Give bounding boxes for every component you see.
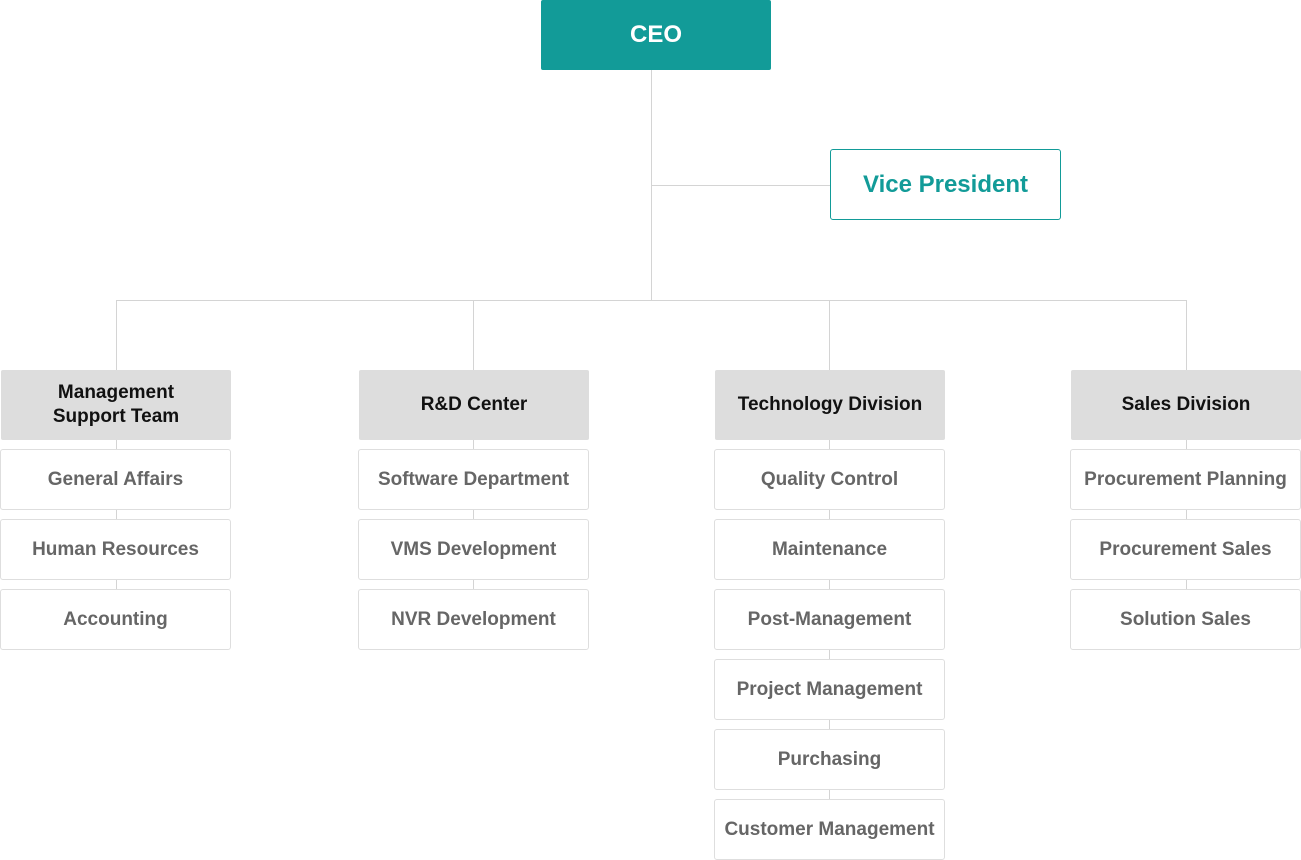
team-procurement-planning: Procurement Planning [1070,449,1301,510]
team-project-management: Project Management [714,659,945,720]
team-software-department: Software Department [358,449,589,510]
team-spine-rnd [473,440,474,590]
vice-president-node: Vice President [830,149,1061,220]
team-accounting: Accounting [0,589,231,650]
division-sales: Sales Division [1071,370,1301,440]
team-solution-sales: Solution Sales [1070,589,1301,650]
team-post-management: Post-Management [714,589,945,650]
team-spine-management [116,440,117,590]
division-technology: Technology Division [715,370,945,440]
division-bus-line [116,300,1187,301]
team-customer-management: Customer Management [714,799,945,860]
team-spine-sales [1186,440,1187,590]
vp-branch-line [651,185,830,186]
team-human-resources: Human Resources [0,519,231,580]
division-drop-line-management [116,300,117,370]
team-procurement-sales: Procurement Sales [1070,519,1301,580]
team-purchasing: Purchasing [714,729,945,790]
team-quality-control: Quality Control [714,449,945,510]
team-general-affairs: General Affairs [0,449,231,510]
team-vms-development: VMS Development [358,519,589,580]
division-drop-line-technology [829,300,830,370]
division-management-support: Management Support Team [1,370,231,440]
division-rnd-center: R&D Center [359,370,589,440]
division-drop-line-rnd [473,300,474,370]
team-nvr-development: NVR Development [358,589,589,650]
division-drop-line-sales [1186,300,1187,370]
ceo-node: CEO [541,0,771,70]
team-maintenance: Maintenance [714,519,945,580]
